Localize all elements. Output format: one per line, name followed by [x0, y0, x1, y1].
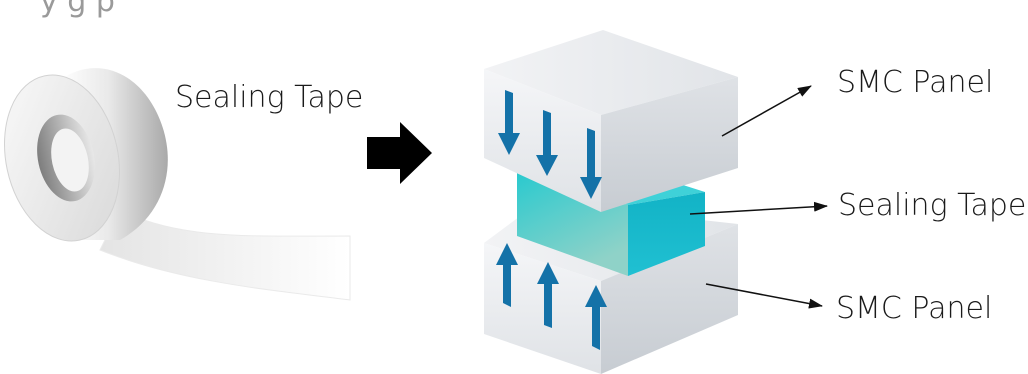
leader-line-top-panel	[721, 85, 812, 137]
down-arrow-icon	[580, 128, 602, 199]
cropped-caption: y g p	[40, 0, 115, 19]
tape-roll-tail	[99, 209, 351, 301]
leader-line-tape-layer	[689, 201, 828, 215]
pressure-arrows-up	[496, 243, 607, 350]
down-arrow-icon	[498, 90, 520, 155]
down-arrow-icon	[536, 110, 558, 176]
bottom-panel-label: SMC Panel	[836, 291, 993, 326]
right-arrow-icon	[367, 122, 432, 184]
top-panel-label: SMC Panel	[837, 65, 994, 100]
up-arrow-icon	[585, 285, 607, 350]
leader-line-bottom-panel	[705, 283, 823, 309]
roll-label: Sealing Tape	[175, 80, 364, 115]
tape-layer-label: Sealing Tape	[838, 188, 1027, 223]
pressure-arrows-down	[498, 90, 602, 199]
tape-roll	[4, 68, 351, 301]
top-smc-panel	[484, 30, 738, 212]
up-arrow-icon	[537, 262, 559, 328]
up-arrow-icon	[496, 243, 518, 307]
